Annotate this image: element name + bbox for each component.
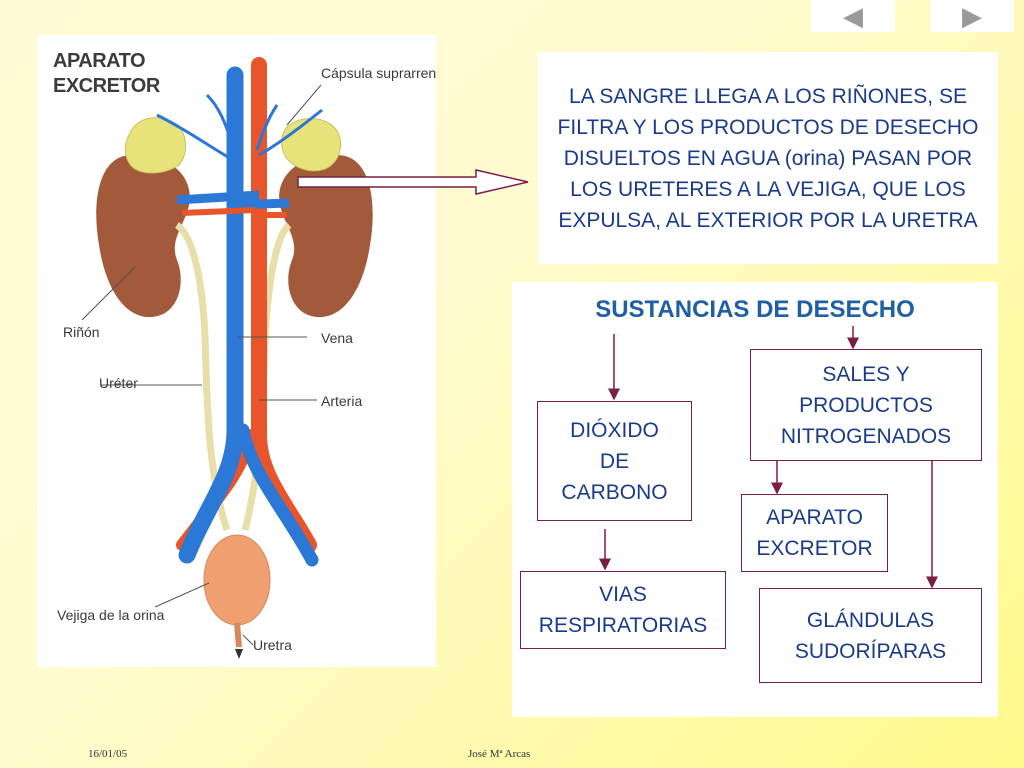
illustration-title: APARATO EXCRETOR: [53, 49, 173, 99]
box-sales-line2: PRODUCTOS: [799, 393, 933, 417]
right-iliac-vein: [236, 423, 319, 567]
illustration-title-line2: EXCRETOR: [53, 75, 160, 97]
box-vias-respiratorias: VIAS RESPIRATORIAS: [520, 571, 726, 649]
box-vias-line2: RESPIRATORIAS: [538, 614, 708, 637]
box-glandulas-sudoriparas: GLÁNDULAS SUDORÍPARAS: [759, 588, 982, 683]
box-dioxido-line2: DE: [599, 449, 630, 473]
box-glandulas-line2: SUDORÍPARAS: [794, 639, 947, 663]
footer-author: José Mª Arcas: [468, 748, 531, 760]
box-sales-line3: NITROGENADOS: [780, 424, 952, 448]
explanation-text: LA SANGRE LLEGA A LOS RIÑONES, SE FILTRA…: [557, 84, 979, 232]
box-dioxido-line3: CARBONO: [561, 480, 668, 504]
left-adrenal-gland: [124, 117, 186, 174]
box-aparato-line2: EXCRETOR: [756, 537, 873, 560]
box-sales-line1: SALES Y: [822, 362, 910, 386]
label-vena: Vena: [321, 330, 353, 346]
bladder: [203, 534, 271, 626]
label-rinon: Riñón: [63, 324, 100, 340]
waste-title: SUSTANCIAS DE DESECHO: [595, 296, 915, 323]
box-aparato-line1: APARATO: [766, 506, 863, 529]
box-vias-line1: VIAS: [599, 583, 647, 606]
urethra: [234, 622, 242, 648]
waste-substances-panel: SUSTANCIAS DE DESECHO DIÓXIDO DE CARBONO…: [512, 282, 998, 717]
label-capsula: Cápsula suprarrena: [321, 65, 436, 81]
right-adrenal-gland: [281, 118, 341, 172]
previous-slide-button[interactable]: ◀: [811, 0, 895, 32]
label-vejiga: Vejiga de la orina: [57, 607, 165, 623]
excretory-system-illustration: APARATO EXCRETOR Cápsula suprarrena Riñó…: [37, 35, 436, 667]
label-uretra: Uretra: [253, 637, 292, 653]
right-arrow-icon: [297, 169, 529, 195]
box-aparato-excretor: APARATO EXCRETOR: [741, 494, 888, 572]
anatomy-drawing: [81, 57, 373, 659]
box-dioxido-carbono: DIÓXIDO DE CARBONO: [537, 401, 692, 521]
box-sales-nitrogenados: SALES Y PRODUCTOS NITROGENADOS: [750, 349, 982, 461]
footer-date: 16/01/05: [88, 748, 128, 760]
box-dioxido-line1: DIÓXIDO: [570, 418, 659, 442]
label-arteria: Arteria: [321, 393, 363, 409]
left-kidney: [96, 154, 190, 318]
vena-cava: [178, 66, 244, 564]
flow-arrows: [599, 326, 938, 589]
illustration-title-line1: APARATO: [53, 50, 146, 72]
triangle-left-icon: ◀: [843, 1, 863, 31]
box-glandulas-line1: GLÁNDULAS: [806, 608, 935, 632]
label-ureter: Uréter: [99, 375, 138, 391]
explanation-box: LA SANGRE LLEGA A LOS RIÑONES, SE FILTRA…: [538, 52, 998, 264]
next-slide-button[interactable]: ▶: [930, 0, 1014, 32]
right-kidney: [279, 154, 373, 318]
triangle-right-icon: ▶: [962, 1, 982, 31]
